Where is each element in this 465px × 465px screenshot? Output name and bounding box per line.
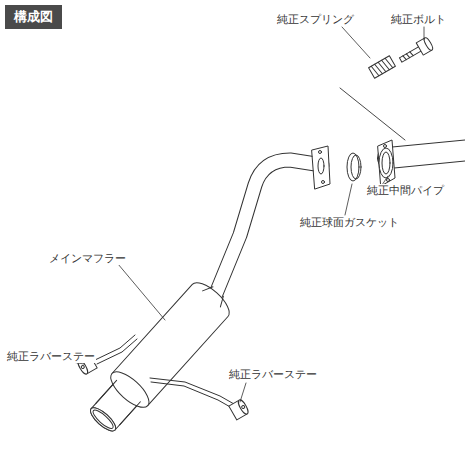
part-label: 純正球面ガスケット bbox=[299, 216, 400, 229]
part-label: メインマフラー bbox=[48, 252, 127, 265]
part-label: 純正スプリング bbox=[276, 13, 355, 26]
part-label: 純正ボルト bbox=[390, 13, 447, 26]
part-label: 純正中間パイプ bbox=[366, 184, 445, 197]
part-label: 純正ラバーステー bbox=[228, 368, 318, 381]
figure-title: 構成図 bbox=[5, 5, 62, 29]
part-label: 純正ラバーステー bbox=[6, 350, 96, 363]
